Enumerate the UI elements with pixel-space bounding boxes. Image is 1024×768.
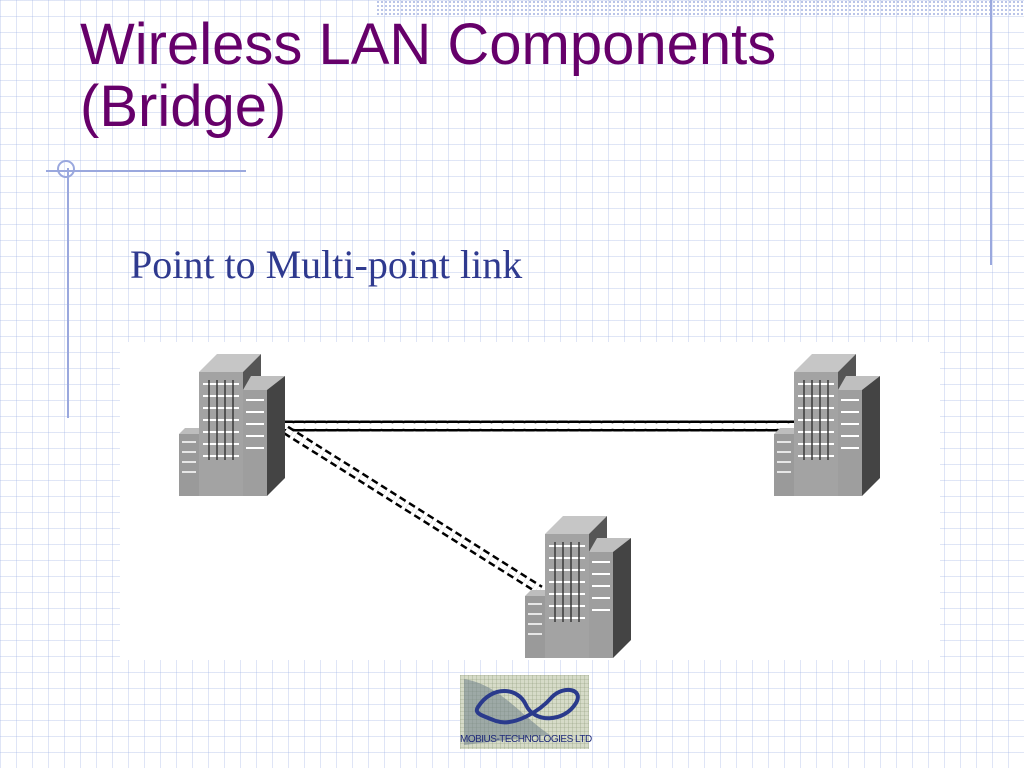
- decorative-rule-left: [67, 168, 69, 418]
- slide-title: Wireless LAN Components (Bridge): [80, 14, 776, 138]
- decorative-top-band: [376, 0, 1024, 16]
- slide-subtitle: Point to Multi-point link: [130, 242, 523, 287]
- logo-text: MOBIUS-TECHNOLOGIES LTD: [460, 734, 592, 745]
- company-logo: MOBIUS-TECHNOLOGIES LTD: [460, 675, 592, 749]
- decorative-rule-right: [990, 0, 992, 265]
- mobius-loop-icon: [460, 675, 589, 749]
- decorative-ring-icon: [57, 160, 75, 178]
- office-building-icon: [178, 353, 286, 497]
- slide-title-line1: Wireless LAN Components: [80, 12, 777, 77]
- slide-title-line2: (Bridge): [80, 74, 287, 139]
- decorative-rule-horizontal: [46, 170, 246, 172]
